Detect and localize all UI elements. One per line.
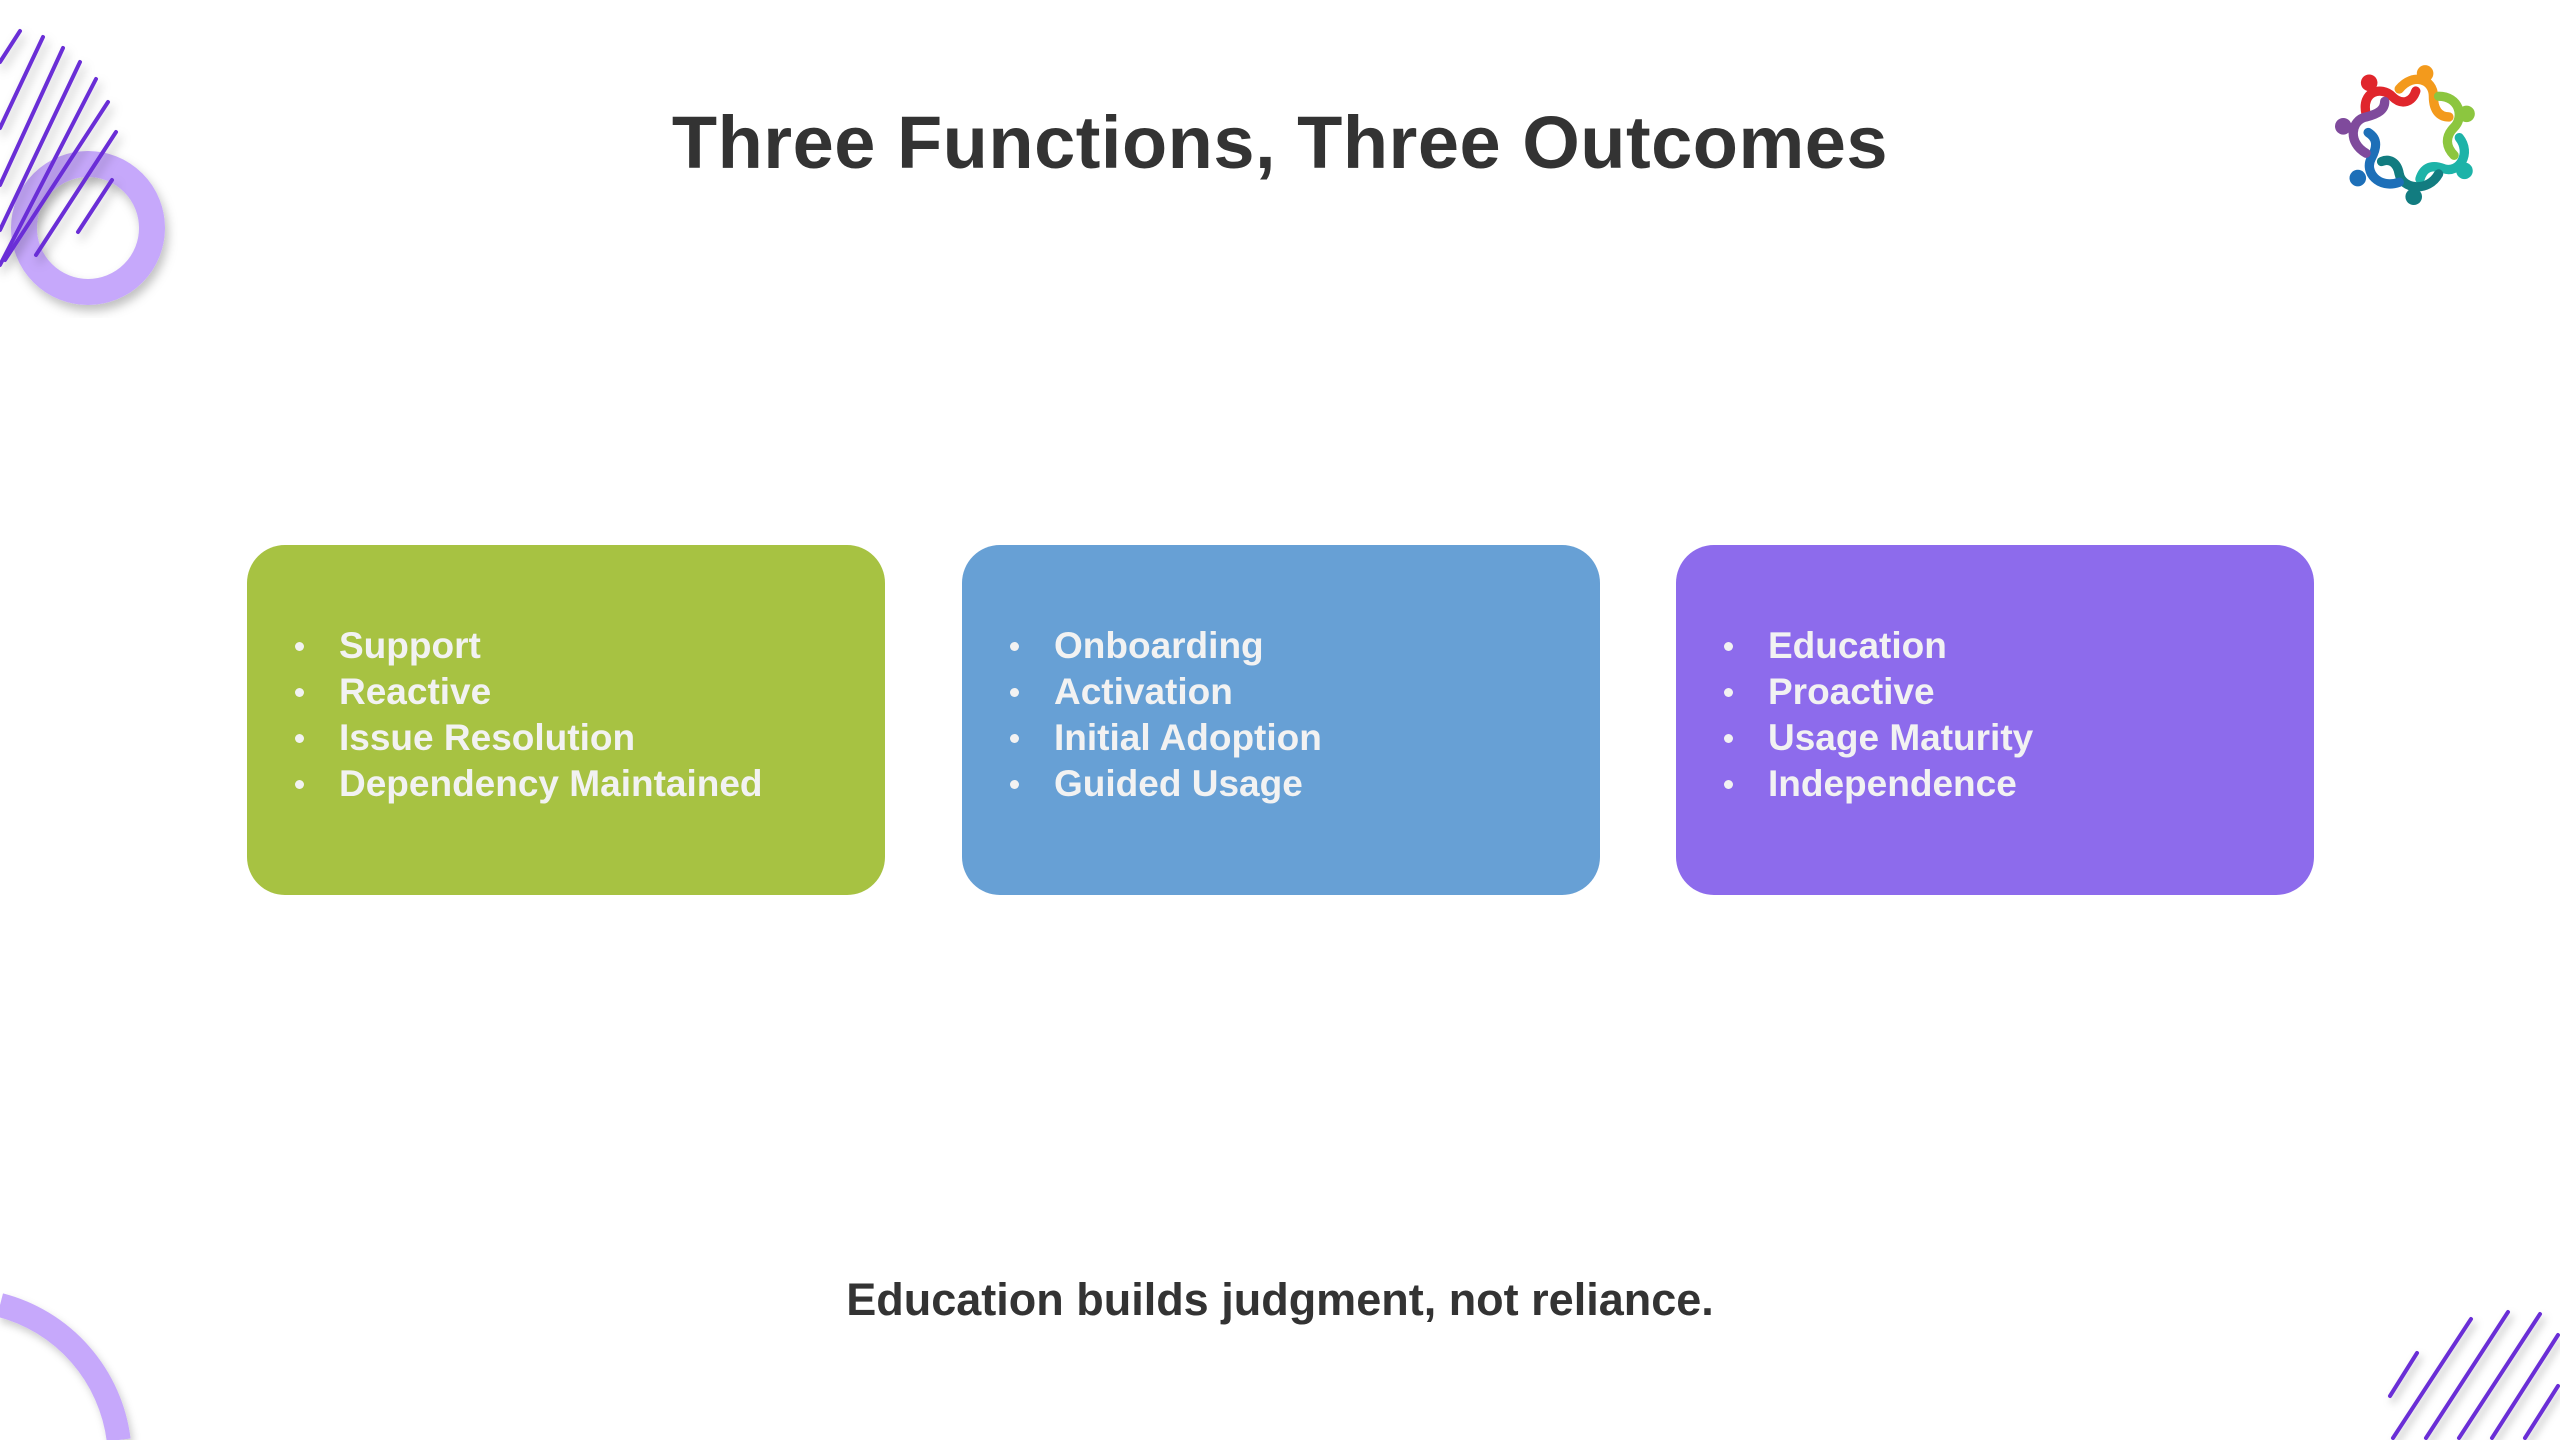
list-item-text: Education [1768,625,1947,666]
bullet-icon [1010,642,1019,651]
list-item: Usage Maturity [1721,715,2314,761]
list-item: Dependency Maintained [292,761,885,807]
list-item-text: Proactive [1768,671,1935,712]
bullet-icon [1724,642,1733,651]
list-item: Independence [1721,761,2314,807]
list-item: Education [1721,623,2314,669]
list-item: Proactive [1721,669,2314,715]
list-item-text: Support [339,625,481,666]
bullet-icon [295,780,304,789]
list-item-text: Independence [1768,763,2017,804]
list-item-text: Usage Maturity [1768,717,2034,758]
list-item-text: Activation [1054,671,1233,712]
card-onboarding: Onboarding Activation Initial Adoption G… [962,545,1600,895]
list-item-text: Reactive [339,671,492,712]
list-item-text: Dependency Maintained [339,763,763,804]
card-education: Education Proactive Usage Maturity Indep… [1676,545,2314,895]
list-item-text: Guided Usage [1054,763,1303,804]
list-item: Support [292,623,885,669]
list-item: Initial Adoption [1007,715,1600,761]
list-item-text: Initial Adoption [1054,717,1322,758]
list-item-text: Onboarding [1054,625,1264,666]
decorative-stripes-bottom-right [2388,1310,2560,1440]
bullet-icon [295,688,304,697]
footer-tagline: Education builds judgment, not reliance. [846,1274,1714,1325]
bullet-icon [1010,780,1019,789]
bullet-icon [1010,734,1019,743]
bullet-icon [1724,688,1733,697]
bullet-icon [1724,780,1733,789]
bullet-icon [1724,734,1733,743]
slide-title: Three Functions, Three Outcomes [671,101,1889,184]
bullet-icon [1010,688,1019,697]
bullet-icon [295,734,304,743]
list-item: Issue Resolution [292,715,885,761]
bullet-icon [295,642,304,651]
list-item: Guided Usage [1007,761,1600,807]
decorative-ring-bottom-left [0,1293,131,1440]
list-item: Activation [1007,669,1600,715]
card-support: Support Reactive Issue Resolution Depend… [247,545,885,895]
list-item: Onboarding [1007,623,1600,669]
decorative-stripes-ring-top-left [0,29,165,305]
list-item-text: Issue Resolution [339,717,636,758]
list-item: Reactive [292,669,885,715]
community-circle-logo [2335,65,2475,205]
